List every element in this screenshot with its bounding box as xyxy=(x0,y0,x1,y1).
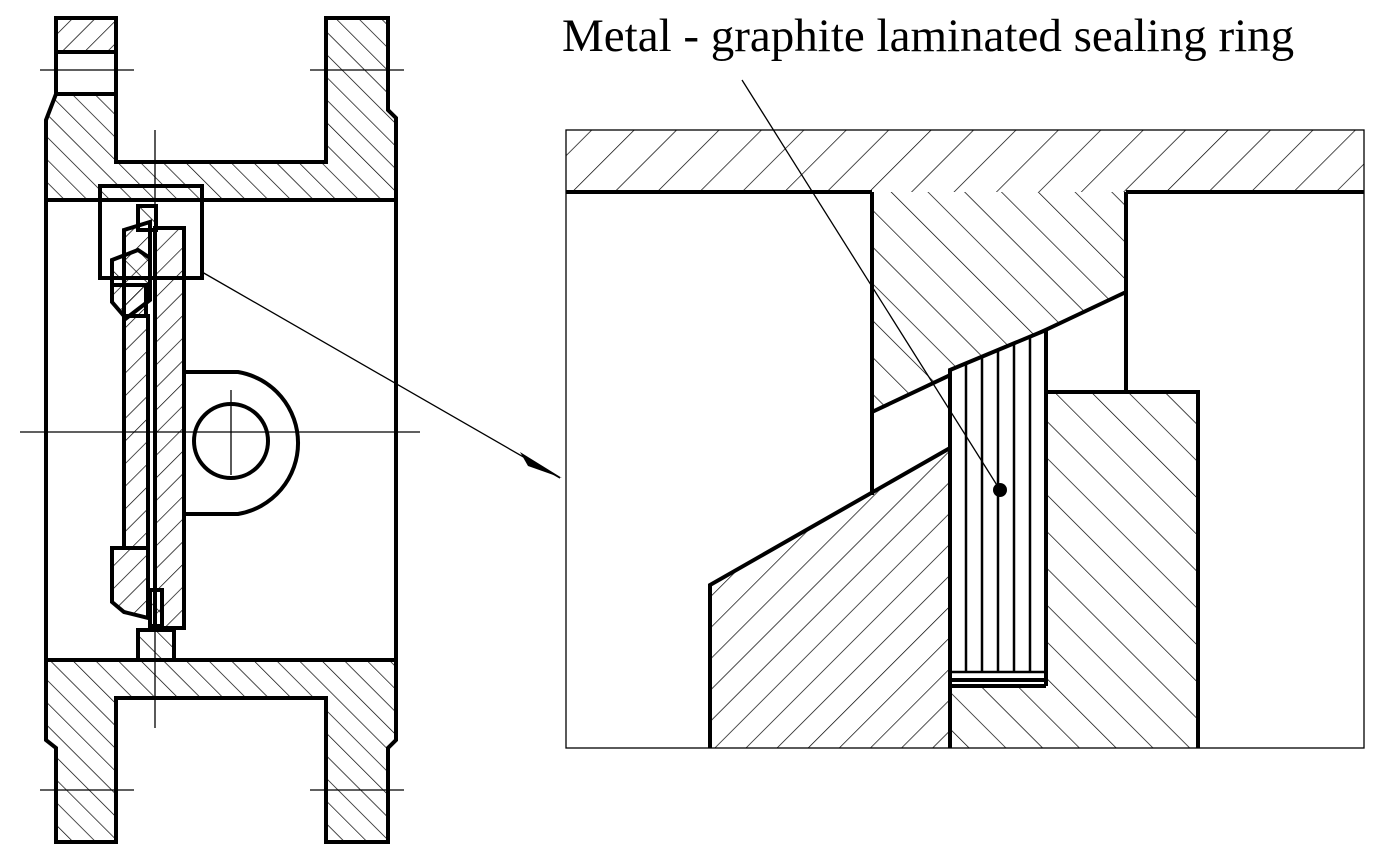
valve-body-bottom xyxy=(44,658,398,844)
sealing-ring-callout-label: Metal - graphite laminated sealing ring xyxy=(562,10,1295,62)
callout-dot xyxy=(993,483,1007,497)
arrow-head-icon xyxy=(520,452,562,478)
detail-marker-box xyxy=(98,184,204,280)
valve-section-view xyxy=(20,16,562,844)
detail-leader-line xyxy=(201,271,561,479)
housing-band xyxy=(566,130,1364,192)
retainer-block xyxy=(1046,392,1198,748)
centre-lines xyxy=(20,69,420,791)
valve-disc xyxy=(110,204,186,662)
detail-view xyxy=(565,129,1365,749)
hinge-lug xyxy=(184,370,300,516)
seat-body xyxy=(872,192,1126,412)
callout-leader-line xyxy=(741,79,1001,491)
disc-wedge xyxy=(710,448,950,748)
valve-body-top xyxy=(44,16,398,202)
sealing-ring-laminate xyxy=(948,327,1048,682)
